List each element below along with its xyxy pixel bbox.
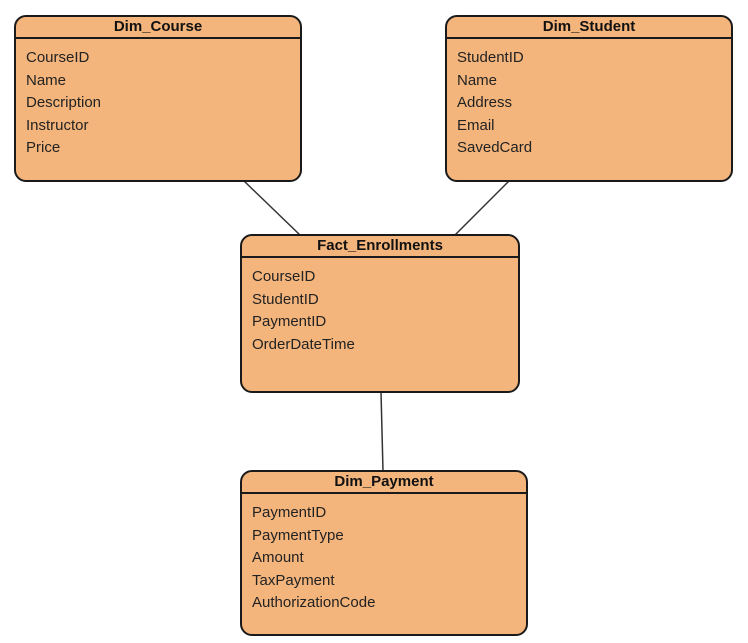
entity-title: Fact_Enrollments bbox=[242, 236, 518, 258]
entity-field: StudentID bbox=[252, 290, 319, 308]
entity-field: AuthorizationCode bbox=[252, 594, 376, 611]
entity-field: Instructor bbox=[26, 116, 89, 134]
entity-field: StudentID bbox=[457, 49, 524, 66]
entity-dim-course[interactable]: Dim_Course CourseID Name Description Ins… bbox=[14, 15, 302, 182]
entity-field: CourseID bbox=[252, 268, 316, 285]
entity-field: Name bbox=[457, 71, 498, 89]
entity-field: Name bbox=[26, 71, 67, 89]
entity-field: PaymentID bbox=[252, 504, 327, 521]
entity-field: PaymentID bbox=[252, 313, 327, 330]
entity-title: Dim_Student bbox=[447, 17, 731, 39]
connector-course-to-enrollments bbox=[243, 180, 301, 236]
entity-dim-student[interactable]: Dim_Student StudentID Name Address Email… bbox=[445, 15, 733, 182]
entity-field-list: StudentID Name Address Email SavedCard bbox=[447, 39, 731, 160]
entity-dim-payment[interactable]: Dim_Payment PaymentID PaymentType Amount… bbox=[240, 470, 528, 636]
connector-student-to-enrollments bbox=[454, 180, 510, 236]
entity-field: Price bbox=[26, 139, 61, 156]
entity-field-list: PaymentID PaymentType Amount TaxPayment … bbox=[242, 494, 526, 615]
entity-field: PaymentType bbox=[252, 526, 344, 544]
entity-fact-enrollments[interactable]: Fact_Enrollments CourseID StudentID Paym… bbox=[240, 234, 520, 393]
entity-field: Description bbox=[26, 94, 102, 111]
entity-field: OrderDateTime bbox=[252, 335, 355, 353]
entity-field-list: CourseID Name Description Instructor Pri… bbox=[16, 39, 300, 160]
entity-title: Dim_Payment bbox=[242, 472, 526, 494]
entity-field: SavedCard bbox=[457, 139, 533, 156]
entity-field: Email bbox=[457, 116, 495, 134]
entity-field-list: CourseID StudentID PaymentID OrderDateTi… bbox=[242, 258, 518, 356]
entity-field: Address bbox=[457, 94, 513, 111]
entity-field: CourseID bbox=[26, 49, 90, 66]
entity-field: Amount bbox=[252, 549, 304, 566]
entity-title: Dim_Course bbox=[16, 17, 300, 39]
entity-field: TaxPayment bbox=[252, 571, 335, 589]
connector-enrollments-to-payment bbox=[380, 391, 384, 472]
